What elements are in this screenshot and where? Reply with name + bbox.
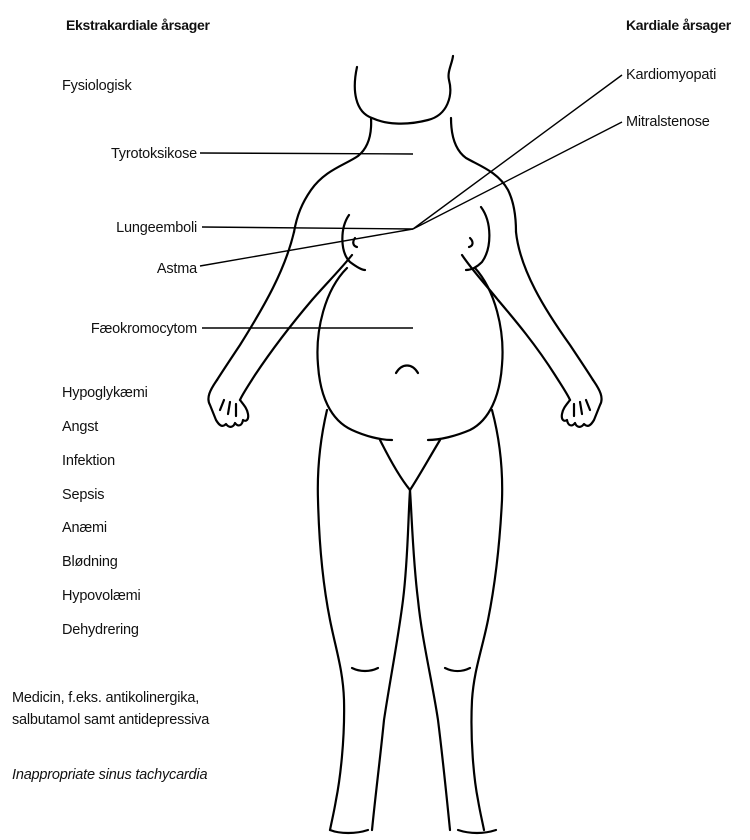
- inner-leg-right: [410, 490, 450, 830]
- right-arm-inner: [462, 255, 570, 400]
- left-foot: [330, 830, 368, 833]
- pointer-astma: [200, 229, 413, 266]
- inner-leg-left: [372, 490, 410, 830]
- left-hand-fingers: [220, 400, 236, 416]
- right-nipple: [469, 238, 473, 247]
- pointer-kardiomyopati: [413, 75, 622, 229]
- crotch: [380, 440, 440, 490]
- right-arm-outer: [516, 232, 593, 380]
- navel: [396, 366, 418, 374]
- left-hand: [208, 380, 248, 427]
- body-outline: [208, 56, 601, 833]
- left-hip: [318, 410, 344, 830]
- pointer-mitralstenose: [413, 122, 622, 229]
- right-hand: [562, 380, 602, 427]
- head-outline: [355, 56, 453, 124]
- pointer-lines: [200, 75, 622, 328]
- pointer-lungeemboli: [202, 227, 413, 229]
- left-knee: [352, 668, 378, 671]
- left-arm-outer: [217, 232, 294, 380]
- belly-left: [317, 268, 392, 440]
- right-hand-fingers: [574, 400, 590, 416]
- right-neck-shoulder: [451, 118, 516, 232]
- pointer-tyrotoksikose: [200, 153, 413, 154]
- right-foot: [458, 830, 496, 833]
- right-hip: [471, 410, 502, 830]
- belly-right: [428, 268, 503, 440]
- left-neck-shoulder: [294, 118, 371, 232]
- right-knee: [445, 668, 470, 671]
